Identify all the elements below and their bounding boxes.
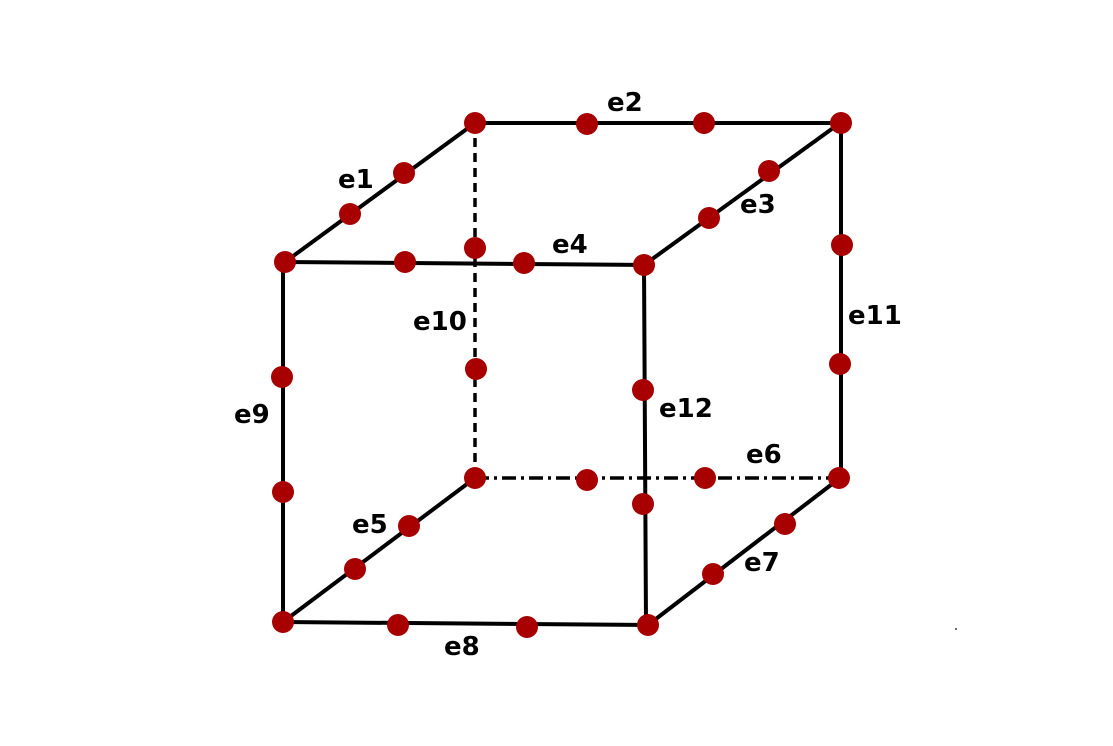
edge-node-e4	[513, 252, 535, 274]
node-group	[271, 112, 853, 638]
edge-node-e12	[632, 379, 654, 401]
edge-e1	[283, 121, 477, 264]
edge-e5	[281, 476, 477, 624]
edge-e3	[642, 121, 842, 267]
corner-node	[464, 467, 486, 489]
edge-node-e4	[394, 251, 416, 273]
edge-node-e2	[693, 112, 715, 134]
label-e2: e2	[607, 88, 643, 118]
edge-node-e1	[393, 162, 415, 184]
edge-e12	[642, 263, 648, 627]
label-e4: e4	[552, 230, 588, 260]
edge-e4	[283, 260, 646, 267]
label-e11: e11	[848, 301, 902, 331]
corner-node	[274, 251, 296, 273]
edge-node-e2	[576, 113, 598, 135]
edge-node-e7	[702, 563, 724, 585]
label-e5: e5	[352, 510, 388, 540]
label-e6: e6	[746, 440, 782, 470]
edge-node-e5	[398, 515, 420, 537]
label-e12: e12	[659, 394, 713, 424]
corner-node	[637, 614, 659, 636]
edge-node-e8	[516, 616, 538, 638]
edge-node-e11	[829, 353, 851, 375]
label-e7: e7	[744, 548, 780, 578]
corner-node	[464, 112, 486, 134]
edge-node-e3	[698, 207, 720, 229]
edge-e8	[281, 620, 650, 627]
speck-dot	[955, 628, 957, 630]
label-e8: e8	[444, 632, 480, 662]
corner-node	[272, 611, 294, 633]
label-e10: e10	[413, 307, 467, 337]
edge-node-e9	[272, 481, 294, 503]
label-e3: e3	[740, 190, 776, 220]
edge-node-e6	[576, 469, 598, 491]
edge-node-e6	[694, 467, 716, 489]
corner-node	[633, 254, 655, 276]
edge-node-e7	[774, 513, 796, 535]
edge-node-e10	[465, 358, 487, 380]
label-e9: e9	[234, 400, 270, 430]
edge-node-e9	[271, 366, 293, 388]
edge-node-e12	[632, 493, 654, 515]
edge-node-e5	[344, 558, 366, 580]
edge-e7	[646, 476, 842, 627]
corner-node	[828, 467, 850, 489]
edge-node-e10	[464, 237, 486, 259]
edge-node-e3	[758, 160, 780, 182]
label-e1: e1	[338, 165, 374, 195]
edge-node-e8	[387, 614, 409, 636]
corner-node	[830, 112, 852, 134]
edge-node-e1	[339, 203, 361, 225]
edge-node-e11	[831, 234, 853, 256]
